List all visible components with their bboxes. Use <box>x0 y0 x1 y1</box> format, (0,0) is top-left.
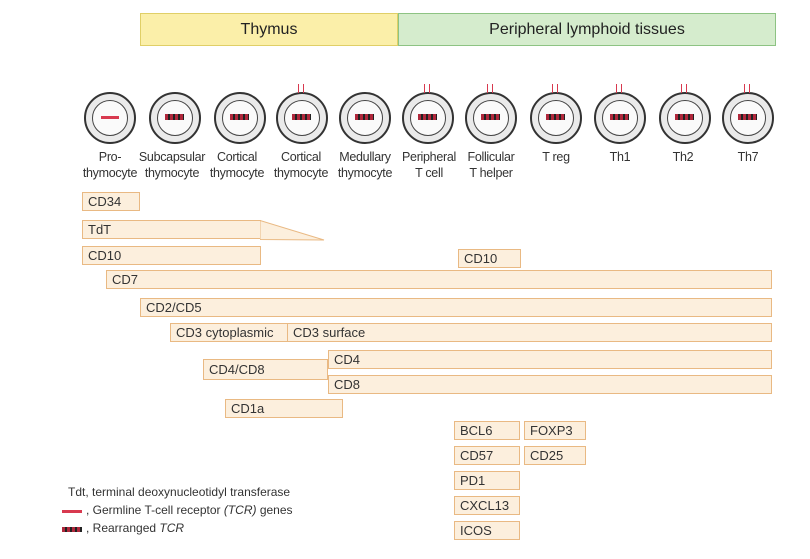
marker-bar-cd4: CD4 <box>328 350 772 369</box>
thymocyte-cell-icon <box>594 84 646 144</box>
legend-germline-text: , Germline T-cell receptor <box>86 503 224 517</box>
legend-germline-suffix: genes <box>256 503 293 517</box>
surface-tcr-icon <box>552 84 558 93</box>
cell-nucleus <box>473 100 509 136</box>
cell-nucleus <box>157 100 193 136</box>
thymocyte-cell-icon <box>339 92 391 144</box>
legend-germline: , Germline T-cell receptor (TCR) genes <box>86 503 293 517</box>
thymocyte-cell-icon <box>149 92 201 144</box>
surface-tcr-icon <box>424 84 430 93</box>
germline-swatch-icon <box>62 510 82 513</box>
surface-tcr-icon <box>298 84 304 93</box>
stage-label: Cortical thymocyte <box>273 150 329 180</box>
marker-bar-cd2cd5: CD2/CD5 <box>140 298 772 317</box>
rearranged-tcr-icon <box>675 114 694 120</box>
marker-bar-cd3-surface: CD3 surface <box>288 323 772 342</box>
thymocyte-cell-icon <box>214 92 266 144</box>
stage-label: Th7 <box>737 150 759 164</box>
thymocyte-cell-icon <box>402 84 454 144</box>
rearranged-tcr-icon <box>418 114 437 120</box>
cell-nucleus <box>284 100 320 136</box>
tdt-taper <box>260 220 325 241</box>
stage-label: Peripheral T cell <box>402 150 456 180</box>
thymocyte-cell-icon <box>659 84 711 144</box>
stage-label: Pro- thymocyte <box>82 150 138 180</box>
cell-nucleus <box>222 100 258 136</box>
rearranged-tcr-icon <box>738 114 757 120</box>
cell-nucleus <box>92 100 128 136</box>
marker-bar-icos: ICOS <box>454 521 520 540</box>
surface-tcr-icon <box>681 84 687 93</box>
cell-nucleus <box>730 100 766 136</box>
legend-rearranged-italic: TCR <box>159 521 185 535</box>
thymocyte-cell-icon <box>465 84 517 144</box>
rearranged-tcr-icon <box>165 114 184 120</box>
surface-tcr-icon <box>487 84 493 93</box>
legend-rearranged: , Rearranged TCR <box>86 521 184 535</box>
rearranged-tcr-icon <box>610 114 629 120</box>
thymocyte-cell-icon <box>276 84 328 144</box>
cell-nucleus <box>667 100 703 136</box>
stage-label: Subcapsular thymocyte <box>138 150 206 180</box>
stage-label: Th2 <box>672 150 694 164</box>
marker-bar-cd1a: CD1a <box>225 399 343 418</box>
surface-tcr-icon <box>744 84 750 93</box>
surface-tcr-icon <box>616 84 622 93</box>
germline-tcr-icon <box>101 116 119 119</box>
stage-label: T reg <box>542 150 570 164</box>
rearranged-tcr-icon <box>292 114 311 120</box>
rearranged-tcr-icon <box>355 114 374 120</box>
thymus-region-header: Thymus <box>140 13 398 46</box>
marker-bar-pd1: PD1 <box>454 471 520 490</box>
legend-abbreviation: Tdt, terminal deoxynucleotidyl transfera… <box>68 485 291 499</box>
marker-bar-cd3-cytoplasmic: CD3 cytoplasmic <box>170 323 288 342</box>
marker-bar-cxcl13: CXCL13 <box>454 496 520 515</box>
peripheral-label: Peripheral lymphoid tissues <box>489 20 685 38</box>
cell-nucleus <box>410 100 446 136</box>
cell-nucleus <box>538 100 574 136</box>
rearranged-tcr-icon <box>230 114 249 120</box>
marker-bar-cd4cd8: CD4/CD8 <box>203 359 328 380</box>
stage-label: Follicular T helper <box>467 150 515 180</box>
thymocyte-cell-icon <box>722 84 774 144</box>
cell-nucleus <box>602 100 638 136</box>
thymocyte-cell-icon <box>84 92 136 144</box>
rearranged-tcr-icon <box>481 114 500 120</box>
marker-bar-bcl6: BCL6 <box>454 421 520 440</box>
marker-bar-cd10-tfh: CD10 <box>458 249 521 268</box>
legend-rearranged-text: , Rearranged <box>86 521 160 535</box>
marker-bar-tdt: TdT <box>82 220 261 239</box>
marker-bar-foxp3: FOXP3 <box>524 421 586 440</box>
cell-nucleus <box>347 100 383 136</box>
marker-bar-cd25: CD25 <box>524 446 586 465</box>
marker-bar-cd7: CD7 <box>106 270 772 289</box>
rearranged-tcr-icon <box>546 114 565 120</box>
rearranged-swatch-icon <box>62 527 82 532</box>
stage-label: Th1 <box>609 150 631 164</box>
thymocyte-cell-icon <box>530 84 582 144</box>
legend-germline-italic: (TCR) <box>223 503 257 517</box>
thymus-label: Thymus <box>240 20 298 38</box>
marker-bar-cd34: CD34 <box>82 192 140 211</box>
marker-bar-cd10: CD10 <box>82 246 261 265</box>
marker-bar-cd8: CD8 <box>328 375 772 394</box>
marker-bar-cd57: CD57 <box>454 446 520 465</box>
stage-label: Medullary thymocyte <box>337 150 393 180</box>
stage-label: Cortical thymocyte <box>209 150 265 180</box>
peripheral-region-header: Peripheral lymphoid tissues <box>398 13 776 46</box>
